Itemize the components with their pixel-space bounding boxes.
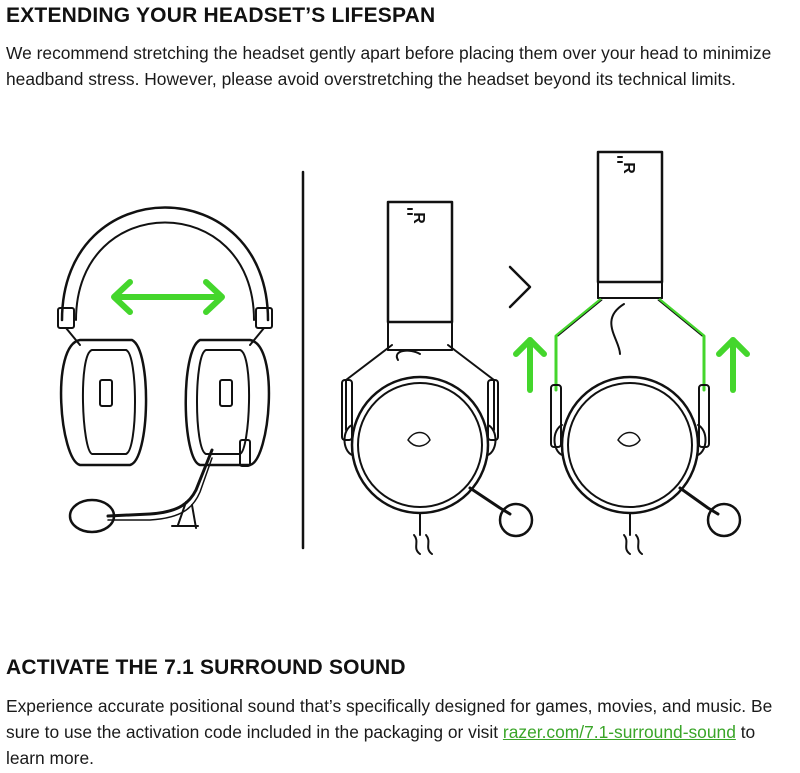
surround-body-text: Experience accurate positional sound tha…: [6, 696, 773, 742]
brand-mark-extended: R: [620, 162, 637, 174]
surround-body-text-end: to learn more.: [6, 722, 756, 768]
section-title-surround: ACTIVATE THE 7.1 SURROUND SOUND: [6, 656, 406, 679]
chevron-right-icon: [508, 265, 532, 309]
headset-side-icon: R: [341, 200, 534, 555]
surround-sound-link[interactable]: razer.com/7.1-surround-sound: [502, 722, 736, 742]
headset-extended-icon: R: [550, 150, 742, 555]
stretch-arrow-icon: [111, 279, 225, 315]
section-body-lifespan: We recommend stretching the headset gent…: [6, 43, 772, 89]
section-body-surround: Experience accurate positional sound tha…: [6, 693, 796, 771]
section-title-lifespan: EXTENDING YOUR HEADSET’S LIFESPAN: [6, 4, 436, 27]
up-arrow-icon: [513, 337, 750, 393]
brand-mark: R: [410, 212, 427, 224]
headset-illustration: R R: [57, 150, 750, 555]
headset-front-icon: [57, 206, 273, 534]
